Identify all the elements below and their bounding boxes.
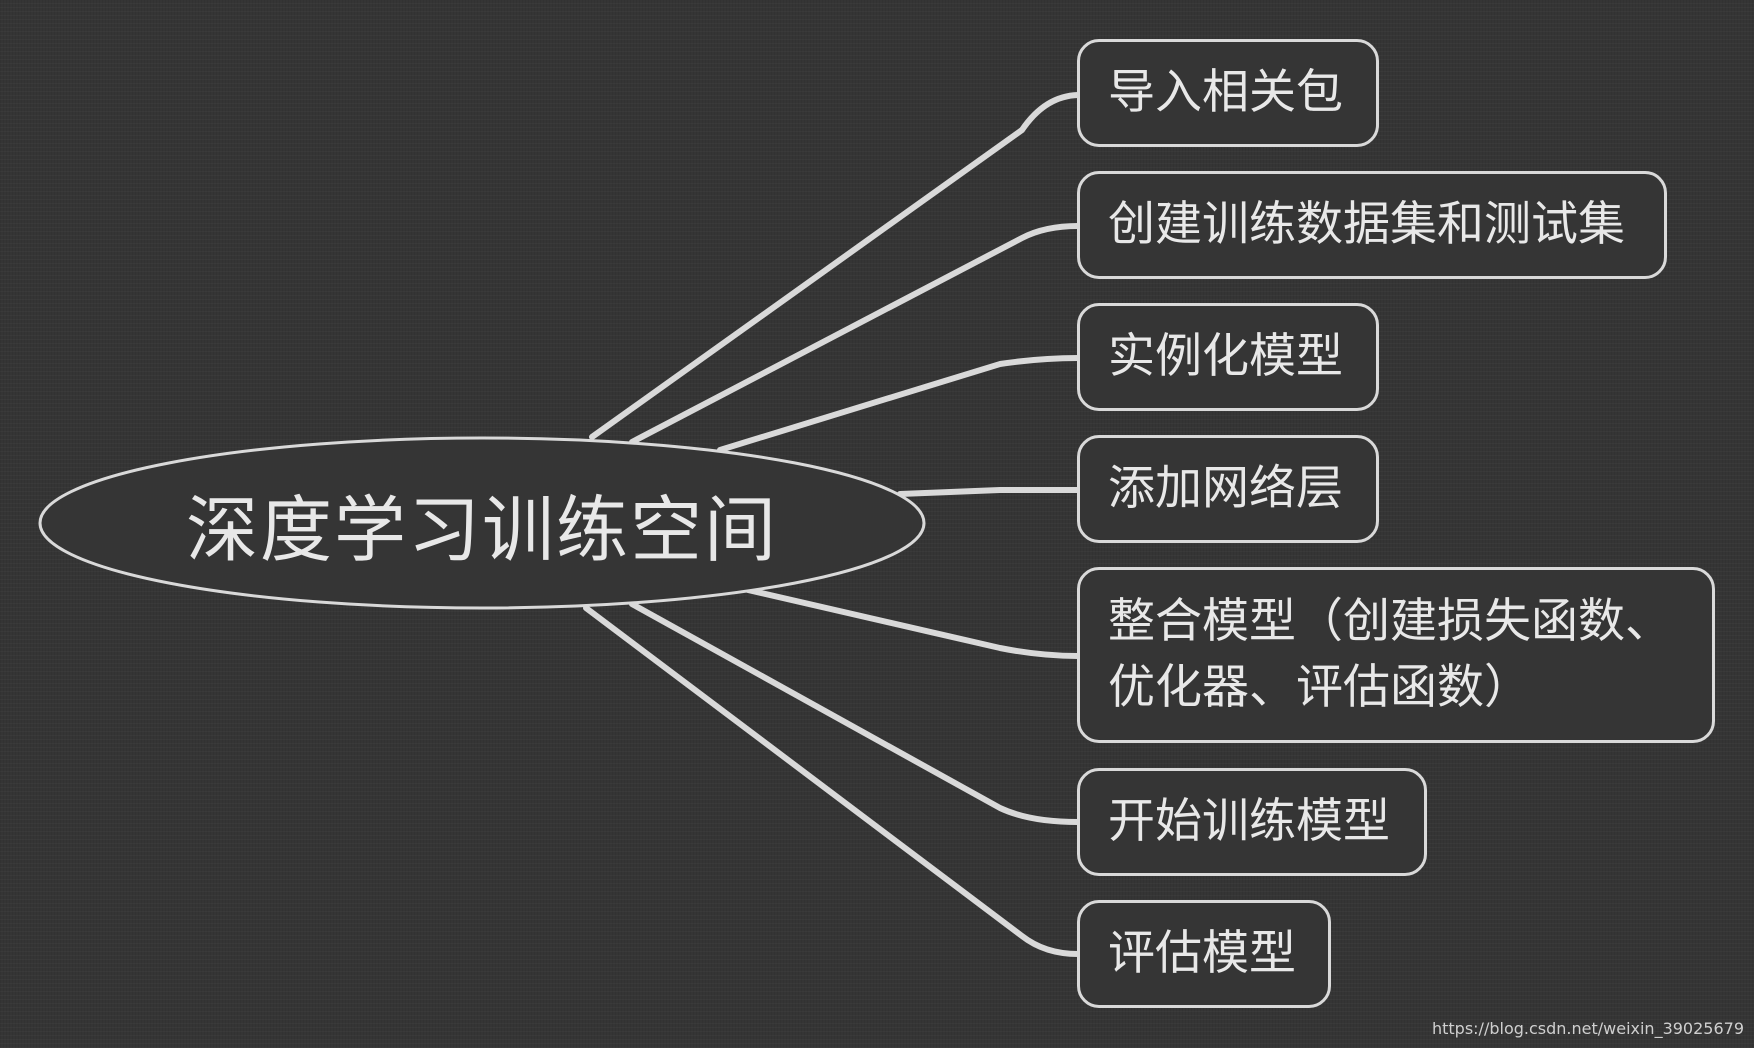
branch-node-4: 添加网络层: [1077, 435, 1379, 543]
branch-node-2: 创建训练数据集和测试集: [1077, 171, 1667, 279]
connector-4: [897, 486, 1081, 497]
watermark: https://blog.csdn.net/weixin_39025679: [1431, 1019, 1744, 1038]
connector-1: [589, 92, 1081, 440]
branch-node-3: 实例化模型: [1077, 303, 1379, 411]
connector-6: [629, 601, 1081, 825]
central-topic-label: 深度学习训练空间: [185, 487, 778, 572]
connector-7: [583, 605, 1081, 957]
branch-node-7: 评估模型: [1077, 900, 1331, 1008]
branch-node-5: 整合模型（创建损失函数、 优化器、评估函数）: [1077, 567, 1715, 743]
connector-2: [629, 223, 1081, 445]
connector-3: [717, 355, 1081, 453]
central-topic-ellipse: [38, 436, 926, 610]
branch-node-6: 开始训练模型: [1077, 768, 1427, 876]
connector-5: [745, 587, 1081, 659]
branch-node-5-line-1: 整合模型（创建损失函数、: [1108, 594, 1672, 649]
branch-node-5-line-2: 优化器、评估函数）: [1108, 660, 1531, 715]
branch-node-1: 导入相关包: [1077, 39, 1379, 147]
